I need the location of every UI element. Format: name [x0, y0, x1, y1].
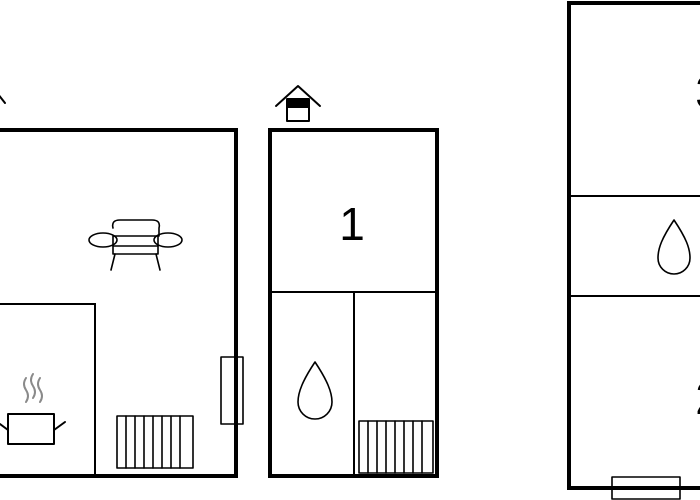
- house-entrance-icon: [275, 85, 321, 122]
- water-drop-icon: [297, 361, 333, 420]
- upper-floor-outer-wall: [567, 1, 700, 490]
- living-area-outer-wall: [0, 128, 238, 478]
- room-3-label: 3: [695, 66, 700, 118]
- door-icon: [611, 476, 681, 500]
- cooking-pot-icon: [0, 373, 66, 445]
- entrance-arrow-partial: [0, 94, 6, 104]
- radiator-icon: [358, 420, 434, 474]
- water-drop-icon: [657, 219, 691, 275]
- bedroom-bath-building: 1: [268, 85, 439, 478]
- radiator-icon: [116, 415, 194, 469]
- upper-floor-building: 3 2: [567, 1, 700, 500]
- kitchen-partition-wall: [0, 303, 96, 476]
- living-kitchen-building: [0, 94, 244, 478]
- door-icon: [220, 356, 244, 425]
- sofa-icon: [88, 219, 183, 271]
- room-1-label: 1: [339, 198, 365, 250]
- room-2-label: 2: [695, 372, 700, 424]
